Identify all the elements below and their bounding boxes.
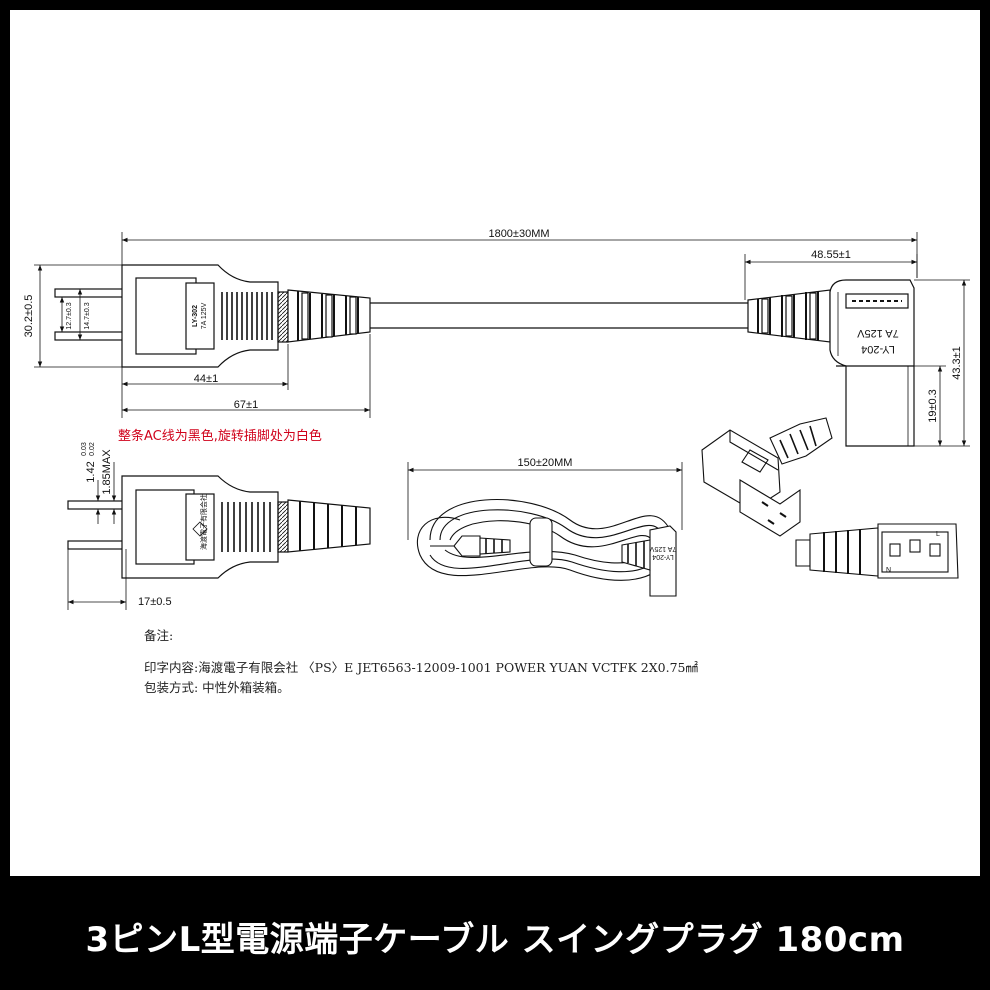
iso-connector-view — [701, 417, 833, 537]
dim-coil-length: 150±20MM — [518, 457, 573, 469]
connector-model-text: LY-204 — [861, 343, 895, 355]
dim-connector-height: 43.3±1 — [951, 346, 963, 380]
side-plug-mark: 海渡電子有限会社 — [199, 494, 208, 550]
technical-drawing: LY-204 7A 125V LY-302 7A 125V — [23, 228, 970, 695]
cable-line — [370, 302, 748, 329]
title-bar: 3ピンL型電源端子ケーブル スイングプラグ 180cm — [0, 876, 990, 990]
product-title: 3ピンL型電源端子ケーブル スイングプラグ 180cm — [85, 920, 905, 960]
plug-strain-relief — [287, 289, 371, 343]
color-note: 整条AC线为黑色,旋转插脚处为白色 — [118, 428, 322, 444]
plug-label: LY-302 7A 125V — [192, 302, 208, 329]
plug-model-text: LY-302 — [192, 305, 199, 327]
coil-rating-text: 7A 125V — [649, 545, 676, 552]
remark-heading: 备注: — [144, 628, 173, 643]
dim-pin-thickness: 1.42 — [85, 461, 97, 482]
plug-body — [121, 264, 289, 368]
side-brand-text: 海渡電子有限会社 — [199, 494, 208, 550]
connector-strain-relief — [747, 289, 831, 343]
pin-letter-l: L — [936, 531, 940, 538]
dim-pin-protrusion: 17±0.5 — [138, 596, 172, 608]
dim-pin-max: 1.85MAX — [101, 449, 113, 495]
coil-connector-label: LY-204 7A 125V — [649, 545, 676, 560]
notes-block: 备注: 印字内容:海渡電子有限会社 〈PS〉E JET6563-12009-10… — [144, 628, 698, 695]
dim-plug-length: 67±1 — [234, 399, 258, 411]
front-connector-view — [795, 523, 959, 579]
dim-pin-inner: 12.7±0.3 — [66, 302, 73, 329]
dim-pin-tol-upper: 0.03 — [81, 442, 88, 456]
coil-dimension — [407, 462, 683, 540]
connector-label: LY-204 7A 125V — [857, 327, 899, 355]
dim-total-length: 1800±30MM — [488, 228, 549, 240]
plug-rating-text: 7A 125V — [201, 302, 208, 329]
dim-pin-tol-lower: 0.02 — [89, 442, 96, 456]
l-connector-body — [829, 279, 915, 447]
side-dimension-lines — [67, 462, 127, 610]
coiled-cable — [416, 499, 677, 597]
coil-model-text: LY-204 — [652, 553, 674, 560]
dim-connector-socket: 19±0.3 — [927, 389, 939, 423]
pin-letter-n: N — [886, 567, 891, 574]
packaging-note: 包装方式: 中性外箱装箱。 — [144, 680, 290, 695]
connector-rating-text: 7A 125V — [857, 327, 899, 339]
dimension-texts: 1800±30MM 48.55±1 30.2±0.5 14.7±0.3 12.7… — [23, 228, 963, 423]
print-content-note: 印字内容:海渡電子有限会社 〈PS〉E JET6563-12009-1001 P… — [144, 660, 698, 675]
main-cable-view — [54, 264, 915, 447]
dimension-lines — [34, 232, 970, 447]
dim-plug-width: 30.2±0.5 — [23, 295, 35, 338]
dim-body-length: 44±1 — [194, 373, 218, 385]
dim-pin-outer: 14.7±0.3 — [84, 302, 91, 329]
pin-letter-markers: N L — [886, 531, 940, 574]
side-view-plug — [67, 475, 371, 579]
side-dimension-texts: 17±0.5 1.42 0.03 0.02 1.85MAX — [81, 442, 172, 608]
dim-connector-length: 48.55±1 — [811, 249, 851, 261]
drawing-sheet: LY-204 7A 125V LY-302 7A 125V — [10, 10, 980, 876]
